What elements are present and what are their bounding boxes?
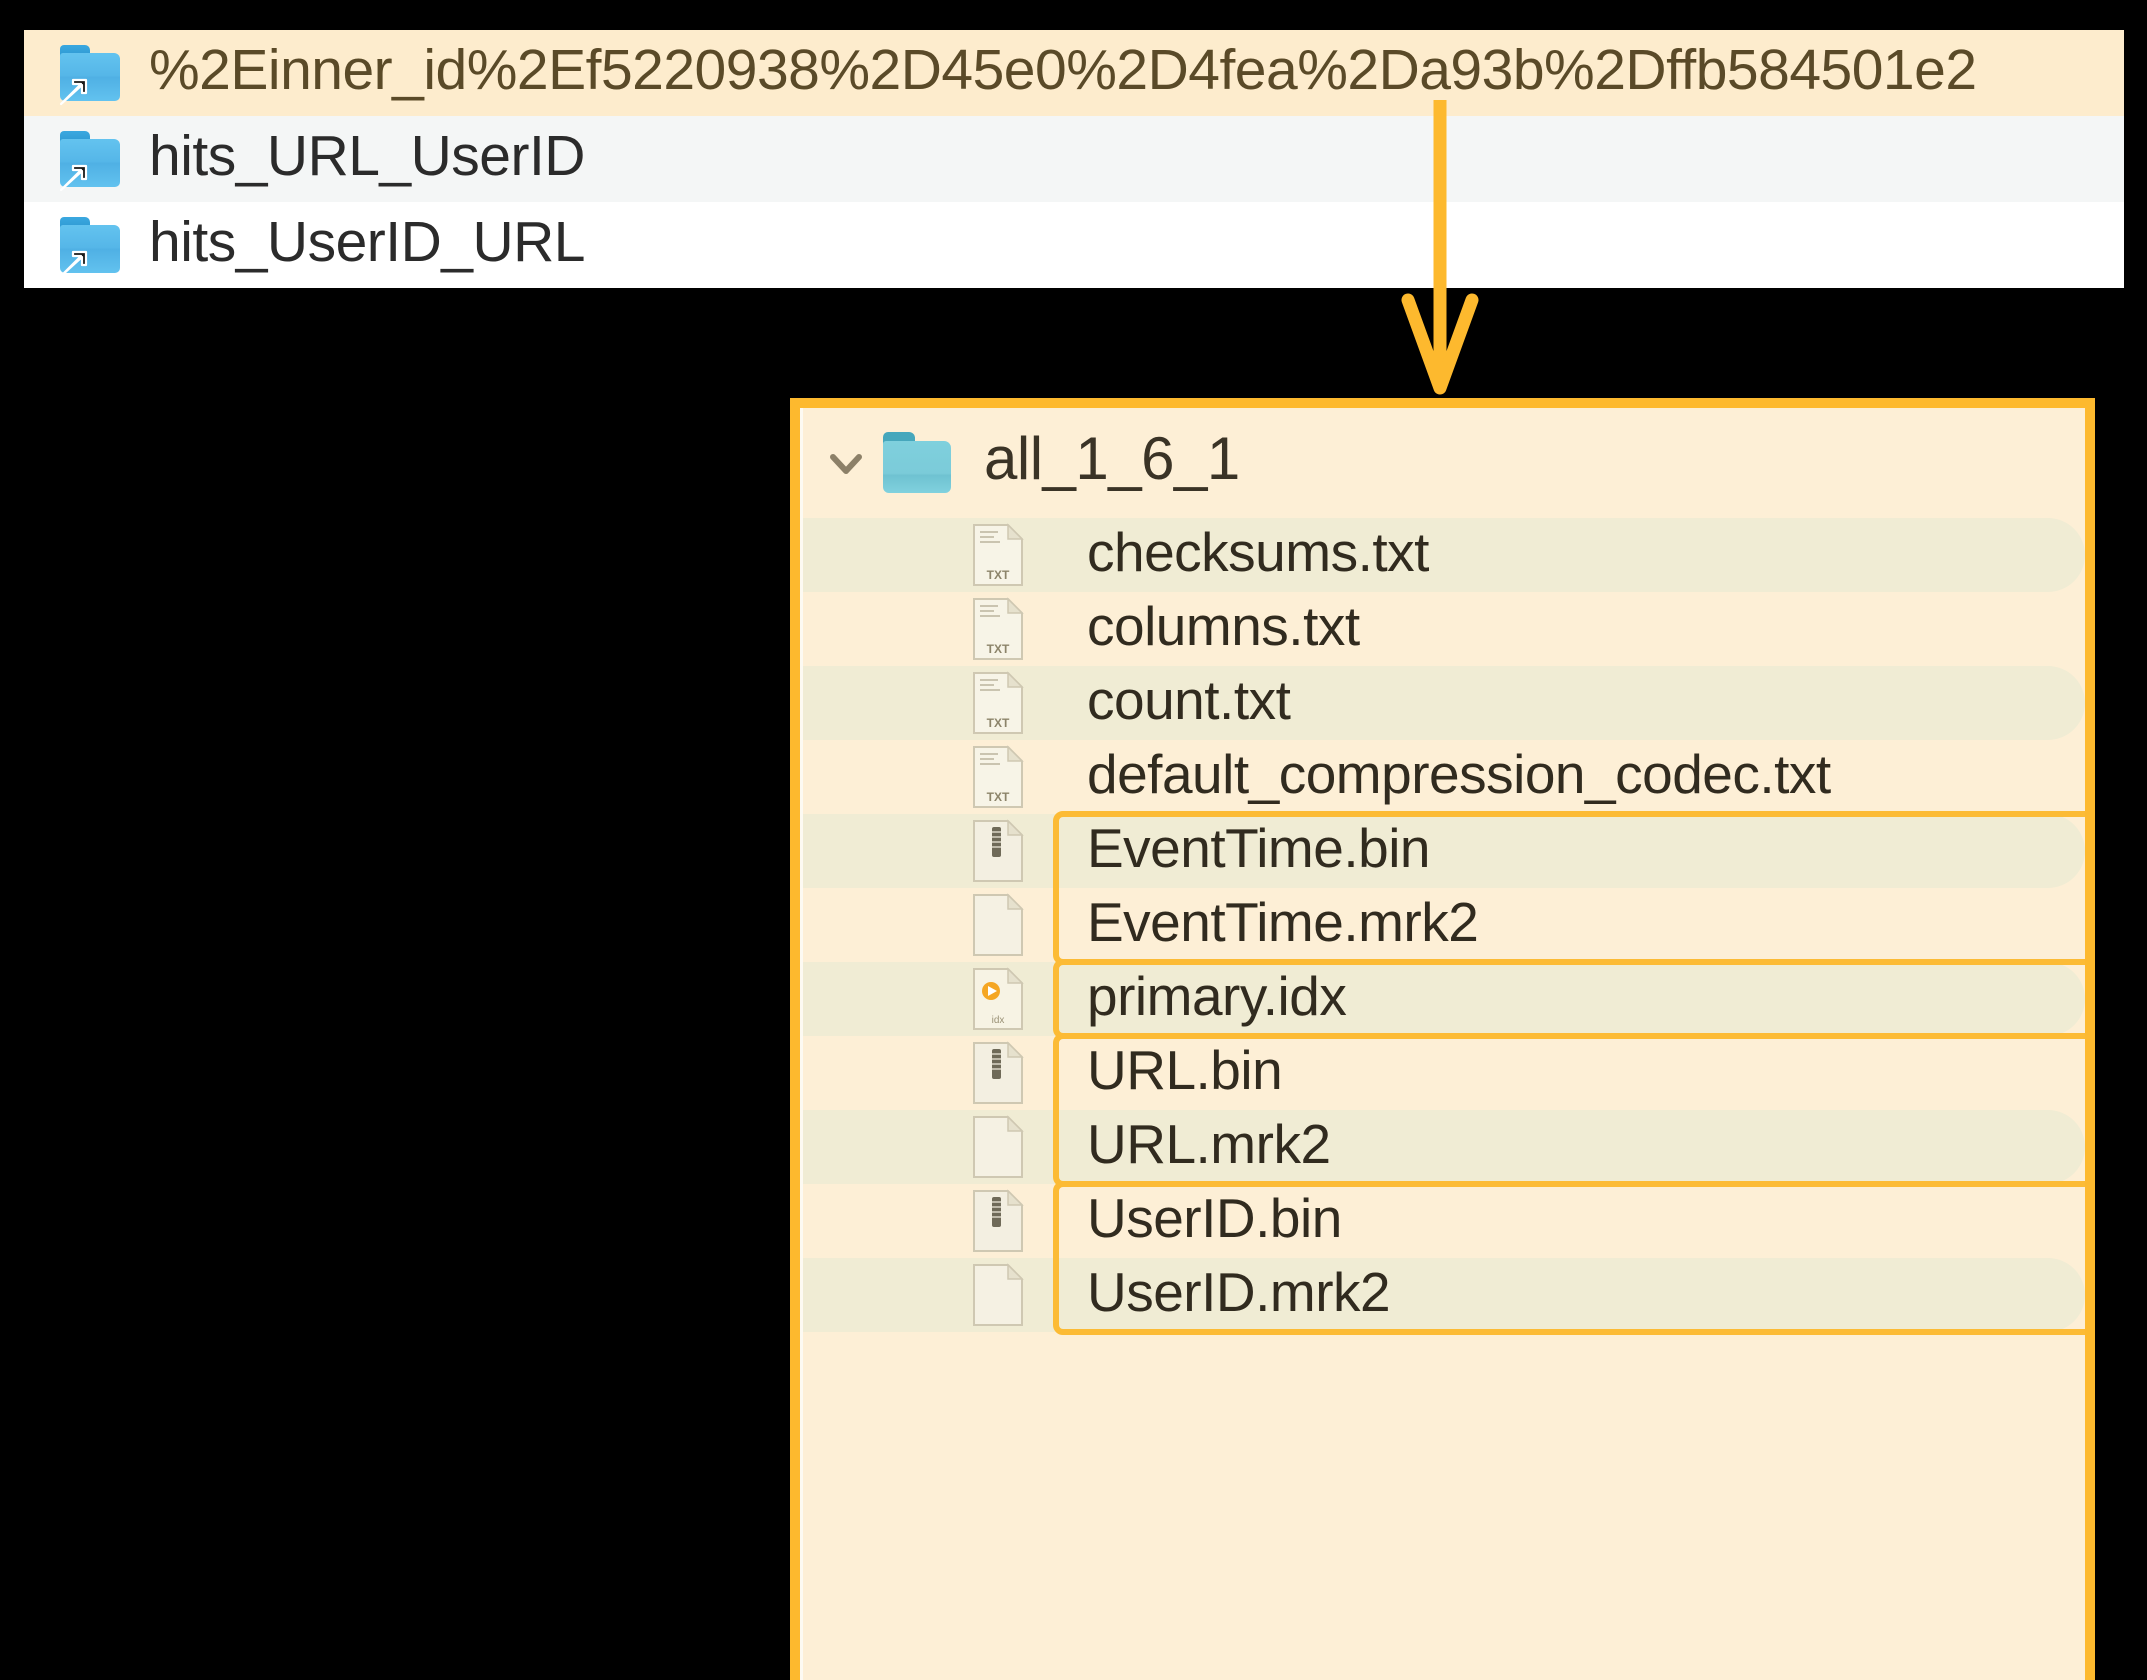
- file-row[interactable]: TXT default_compression_codec.txt: [800, 740, 2085, 814]
- folder-symlink-icon: [58, 215, 124, 278]
- txt-file-icon: TXT: [966, 594, 1038, 664]
- file-name: checksums.txt: [1087, 520, 1429, 583]
- svg-text:TXT: TXT: [987, 642, 1010, 656]
- file-name: count.txt: [1087, 668, 1291, 731]
- file-name: URL.bin: [1087, 1038, 1283, 1101]
- list-item[interactable]: hits_UserID_URL: [24, 202, 2124, 288]
- file-row[interactable]: idx primary.idx: [800, 962, 2085, 1036]
- file-row[interactable]: TXT checksums.txt: [800, 518, 2085, 592]
- sibling-folder-list: %2Einner_id%2Ef5220938%2D45e0%2D4fea%2Da…: [24, 30, 2124, 288]
- file-row[interactable]: TXT count.txt: [800, 666, 2085, 740]
- bin-file-icon: [966, 816, 1038, 886]
- symlink-arrow-icon: [59, 250, 88, 278]
- svg-text:TXT: TXT: [987, 716, 1010, 730]
- svg-text:TXT: TXT: [987, 790, 1010, 804]
- folder-symlink-icon: [58, 129, 124, 192]
- blank-file-icon: [966, 890, 1038, 960]
- list-item[interactable]: %2Einner_id%2Ef5220938%2D45e0%2D4fea%2Da…: [24, 30, 2124, 116]
- file-row[interactable]: EventTime.mrk2: [800, 888, 2085, 962]
- file-name: URL.mrk2: [1087, 1112, 1331, 1175]
- svg-text:idx: idx: [992, 1015, 1005, 1026]
- txt-file-icon: TXT: [966, 520, 1038, 590]
- file-row[interactable]: EventTime.bin: [800, 814, 2085, 888]
- folder-symlink-icon: [58, 43, 124, 106]
- directory-header-row[interactable]: all_1_6_1: [800, 408, 2085, 518]
- folder-icon: [882, 432, 954, 494]
- idx-file-icon: idx: [966, 964, 1038, 1034]
- bin-file-icon: [966, 1038, 1038, 1108]
- file-row[interactable]: TXT columns.txt: [800, 592, 2085, 666]
- file-name: EventTime.mrk2: [1087, 890, 1479, 953]
- symlink-arrow-icon: [59, 164, 88, 192]
- part-directory-listing: all_1_6_1 TXT checksums.txt: [790, 398, 2095, 1680]
- blank-file-icon: [966, 1112, 1038, 1182]
- file-name: UserID.mrk2: [1087, 1260, 1391, 1323]
- file-name: EventTime.bin: [1087, 816, 1431, 879]
- blank-file-icon: [966, 1260, 1038, 1330]
- list-item-label: hits_UserID_URL: [149, 209, 585, 274]
- list-item-label: hits_URL_UserID: [149, 123, 585, 188]
- txt-file-icon: TXT: [966, 668, 1038, 738]
- txt-file-icon: TXT: [966, 742, 1038, 812]
- file-name: primary.idx: [1087, 964, 1347, 1027]
- chevron-down-icon[interactable]: [820, 437, 872, 489]
- file-name: columns.txt: [1087, 594, 1360, 657]
- list-item-label: %2Einner_id%2Ef5220938%2D45e0%2D4fea%2Da…: [149, 37, 1977, 102]
- file-row[interactable]: URL.mrk2: [800, 1110, 2085, 1184]
- file-name: default_compression_codec.txt: [1087, 742, 1831, 805]
- arrow-down-connector: [1401, 100, 1479, 395]
- svg-text:TXT: TXT: [987, 568, 1010, 582]
- bin-file-icon: [966, 1186, 1038, 1256]
- file-row[interactable]: UserID.mrk2: [800, 1258, 2085, 1332]
- file-row[interactable]: UserID.bin: [800, 1184, 2085, 1258]
- symlink-arrow-icon: [59, 78, 88, 106]
- list-item[interactable]: hits_URL_UserID: [24, 116, 2124, 202]
- file-name: UserID.bin: [1087, 1186, 1342, 1249]
- file-list: all_1_6_1 TXT checksums.txt: [800, 408, 2085, 1335]
- file-row[interactable]: URL.bin: [800, 1036, 2085, 1110]
- directory-name: all_1_6_1: [984, 425, 1240, 492]
